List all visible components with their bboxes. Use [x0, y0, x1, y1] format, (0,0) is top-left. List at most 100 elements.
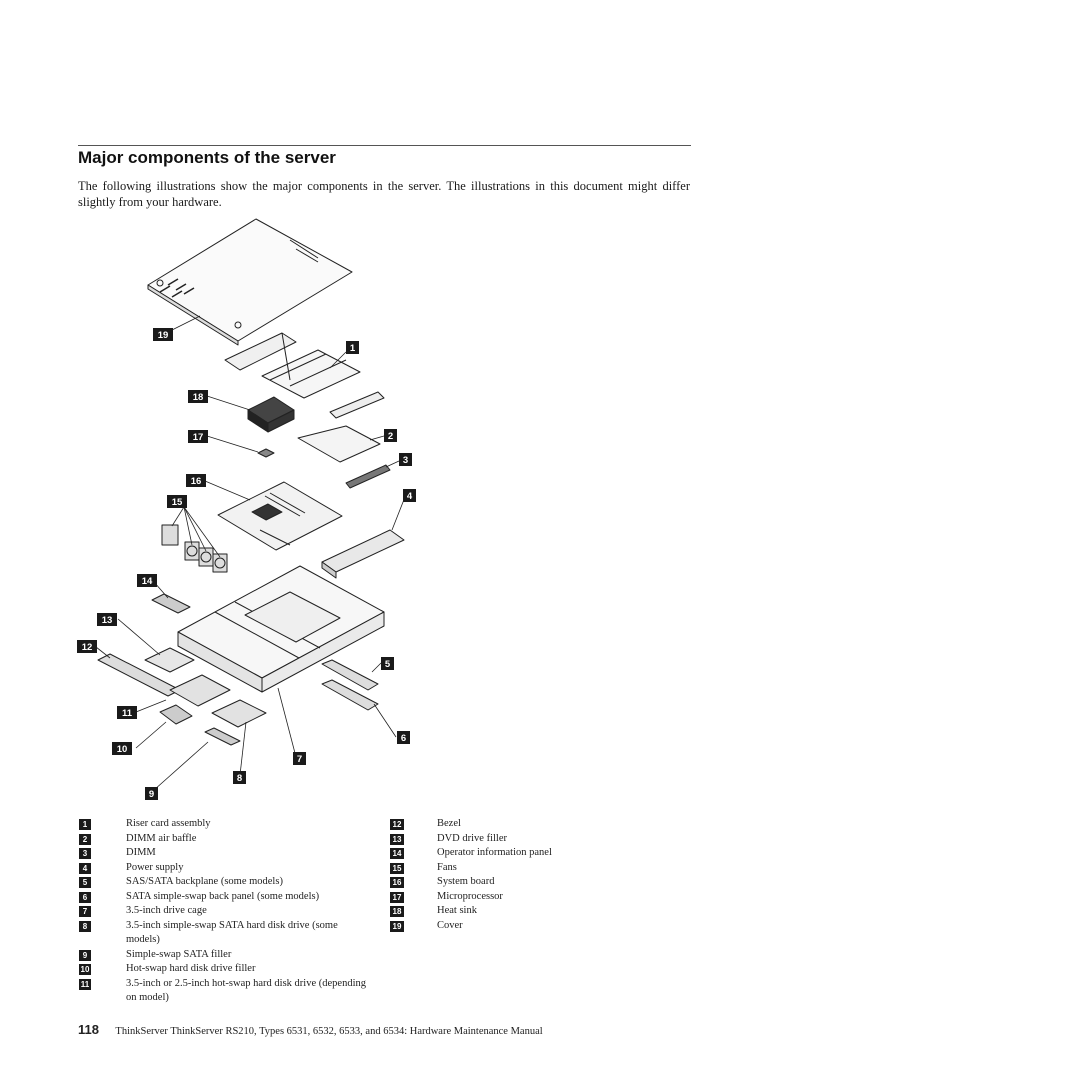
svg-text:4: 4: [407, 491, 413, 502]
svg-text:11: 11: [122, 708, 133, 719]
legend-number: 5: [79, 877, 91, 888]
legend-item: 6 SATA simple-swap back panel (some model…: [79, 890, 369, 905]
legend-item: 15 Fans: [390, 861, 620, 876]
callout-8: 8: [233, 771, 246, 784]
legend-item: 18 Heat sink: [390, 904, 620, 919]
sata-filler-drawing: [204, 727, 241, 746]
legend-number: 15: [390, 862, 404, 874]
dvd-drive-filler-drawing: [144, 647, 195, 673]
legend-label: DIMM: [126, 847, 156, 858]
legend-label: Heat sink: [437, 905, 477, 916]
legend-label: SAS/SATA backplane (some models): [126, 876, 283, 887]
callout-10: 10: [112, 742, 132, 755]
callout-4: 4: [403, 489, 416, 502]
callout-3: 3: [399, 453, 412, 466]
fans-drawing: [161, 524, 228, 573]
legend-item: 14 Operator information panel: [390, 846, 620, 861]
hot-swap-hdd-drawing: [169, 674, 231, 707]
legend-item: 16 System board: [390, 875, 620, 890]
callout-18: 18: [188, 390, 208, 403]
operator-panel-drawing: [151, 593, 191, 614]
legend-number: 18: [390, 906, 404, 917]
power-supply-drawing: [321, 529, 405, 579]
legend-label: Power supply: [126, 861, 184, 873]
legend-item: 4 Power supply: [79, 861, 369, 876]
legend-number: 6: [79, 891, 91, 903]
svg-text:9: 9: [149, 789, 154, 800]
legend-number: 19: [390, 920, 404, 932]
callout-6: 6: [397, 731, 410, 744]
svg-text:5: 5: [385, 659, 391, 670]
legend-label: Simple-swap SATA filler: [126, 948, 232, 960]
simple-swap-hdd-drawing: [211, 699, 267, 728]
heat-sink-drawing: [247, 396, 295, 433]
legend-item: 9 Simple-swap SATA filler: [79, 948, 369, 963]
svg-text:19: 19: [158, 330, 169, 341]
legend-number: 7: [79, 906, 91, 917]
legend-item: 5 SAS/SATA backplane (some models): [79, 875, 369, 890]
callout-13: 13: [97, 613, 117, 626]
legend-item: 7 3.5-inch drive cage: [79, 904, 369, 919]
page-number: 118: [78, 1022, 99, 1037]
riser-card-assembly-drawing: [224, 332, 385, 419]
system-board-drawing: [217, 481, 343, 551]
legend-number: 8: [79, 920, 91, 932]
legend-number: 17: [390, 891, 404, 903]
legend-number: 16: [390, 877, 404, 888]
legend-number: 12: [390, 819, 404, 830]
legend-item: 17 Microprocessor: [390, 890, 620, 905]
legend-label: Hot-swap hard disk drive filler: [126, 963, 256, 974]
callout-17: 17: [188, 430, 208, 443]
svg-text:12: 12: [82, 642, 93, 653]
callout-7: 7: [293, 752, 306, 765]
legend-label: DIMM air baffle: [126, 832, 197, 844]
callout-15: 15: [167, 495, 187, 508]
microprocessor-drawing: [257, 448, 275, 458]
back-panel-drawing: [321, 679, 379, 711]
svg-text:17: 17: [193, 432, 204, 443]
cover-drawing: [147, 218, 353, 346]
legend-item: 1 Riser card assembly: [79, 817, 369, 832]
svg-text:13: 13: [102, 615, 113, 626]
footer-text: ThinkServer ThinkServer RS210, Types 653…: [115, 1026, 543, 1037]
section-intro: The following illustrations show the maj…: [78, 179, 690, 209]
svg-text:3: 3: [403, 455, 408, 466]
legend-label: Fans: [437, 861, 457, 873]
svg-text:16: 16: [191, 476, 202, 487]
legend-label: Riser card assembly: [126, 818, 211, 829]
callout-5: 5: [381, 657, 394, 670]
dimm-air-baffle-drawing: [297, 425, 381, 463]
legend-item: 13 DVD drive filler: [390, 832, 620, 847]
legend-number: 13: [390, 833, 404, 845]
legend-label: Microprocessor: [437, 890, 503, 902]
legend-label: DVD drive filler: [437, 832, 507, 844]
legend-label: System board: [437, 876, 495, 887]
legend-label: 3.5-inch or 2.5-inch hot-swap hard disk …: [126, 977, 366, 1004]
legend-item: 10 Hot-swap hard disk drive filler: [79, 962, 369, 977]
legend-number: 14: [390, 848, 404, 859]
svg-text:2: 2: [388, 431, 393, 442]
callout-1: 1: [346, 341, 359, 354]
dimm-drawing: [345, 464, 391, 489]
legend-number: 4: [79, 862, 91, 874]
legend-label: Cover: [437, 919, 463, 931]
callout-19: 19: [153, 328, 173, 341]
legend-label: 3.5-inch drive cage: [126, 905, 207, 916]
callout-9: 9: [145, 787, 158, 800]
callout-2: 2: [384, 429, 397, 442]
callout-12: 12: [77, 640, 97, 653]
legend-number: 9: [79, 949, 91, 961]
section-rule: [78, 145, 691, 146]
legend-label: Operator information panel: [437, 847, 552, 858]
legend-label: SATA simple-swap back panel (some models…: [126, 890, 320, 902]
svg-text:14: 14: [142, 576, 153, 587]
legend-number: 10: [79, 964, 91, 975]
legend-number: 1: [79, 819, 91, 830]
